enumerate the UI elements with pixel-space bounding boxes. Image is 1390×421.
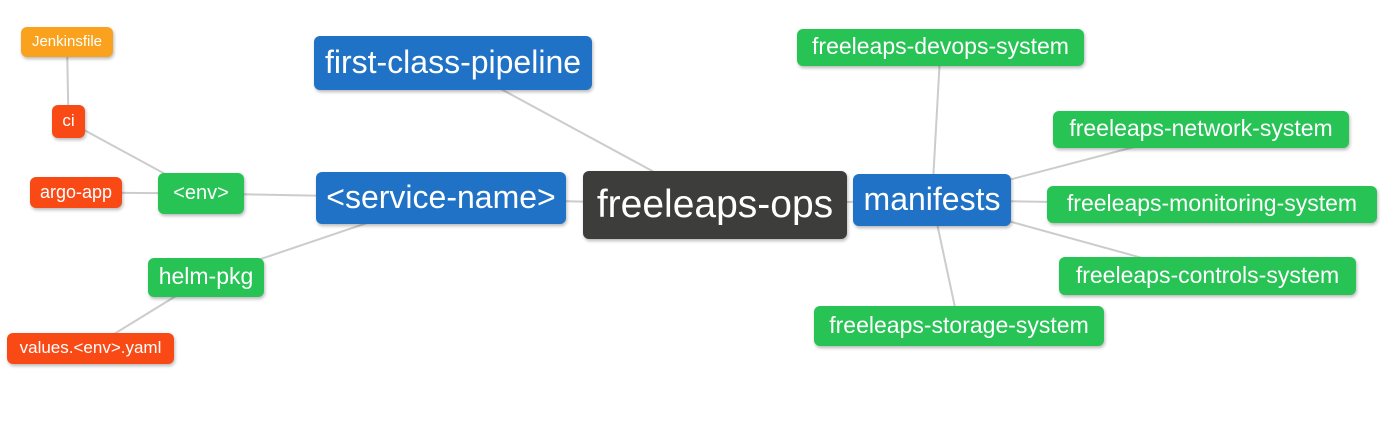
- node-devops-system[interactable]: freeleaps-devops-system: [797, 29, 1084, 66]
- node-network-system[interactable]: freeleaps-network-system: [1053, 111, 1349, 148]
- node-first-class-pipeline[interactable]: first-class-pipeline: [314, 36, 592, 90]
- node-ci[interactable]: ci: [52, 105, 85, 138]
- node-argo-app[interactable]: argo-app: [30, 177, 122, 208]
- node-freeleaps-ops[interactable]: freeleaps-ops: [583, 171, 847, 239]
- node-service-name[interactable]: <service-name>: [316, 172, 566, 224]
- node-controls-system[interactable]: freeleaps-controls-system: [1059, 257, 1356, 295]
- node-jenkinsfile[interactable]: Jenkinsfile: [21, 27, 113, 57]
- node-helm-pkg[interactable]: helm-pkg: [148, 258, 264, 297]
- node-monitoring-system[interactable]: freeleaps-monitoring-system: [1047, 186, 1377, 223]
- node-storage-system[interactable]: freeleaps-storage-system: [814, 306, 1104, 346]
- node-manifests[interactable]: manifests: [853, 174, 1011, 226]
- node-values-env-yaml[interactable]: values.<env>.yaml: [7, 333, 174, 364]
- node-env[interactable]: <env>: [158, 173, 244, 214]
